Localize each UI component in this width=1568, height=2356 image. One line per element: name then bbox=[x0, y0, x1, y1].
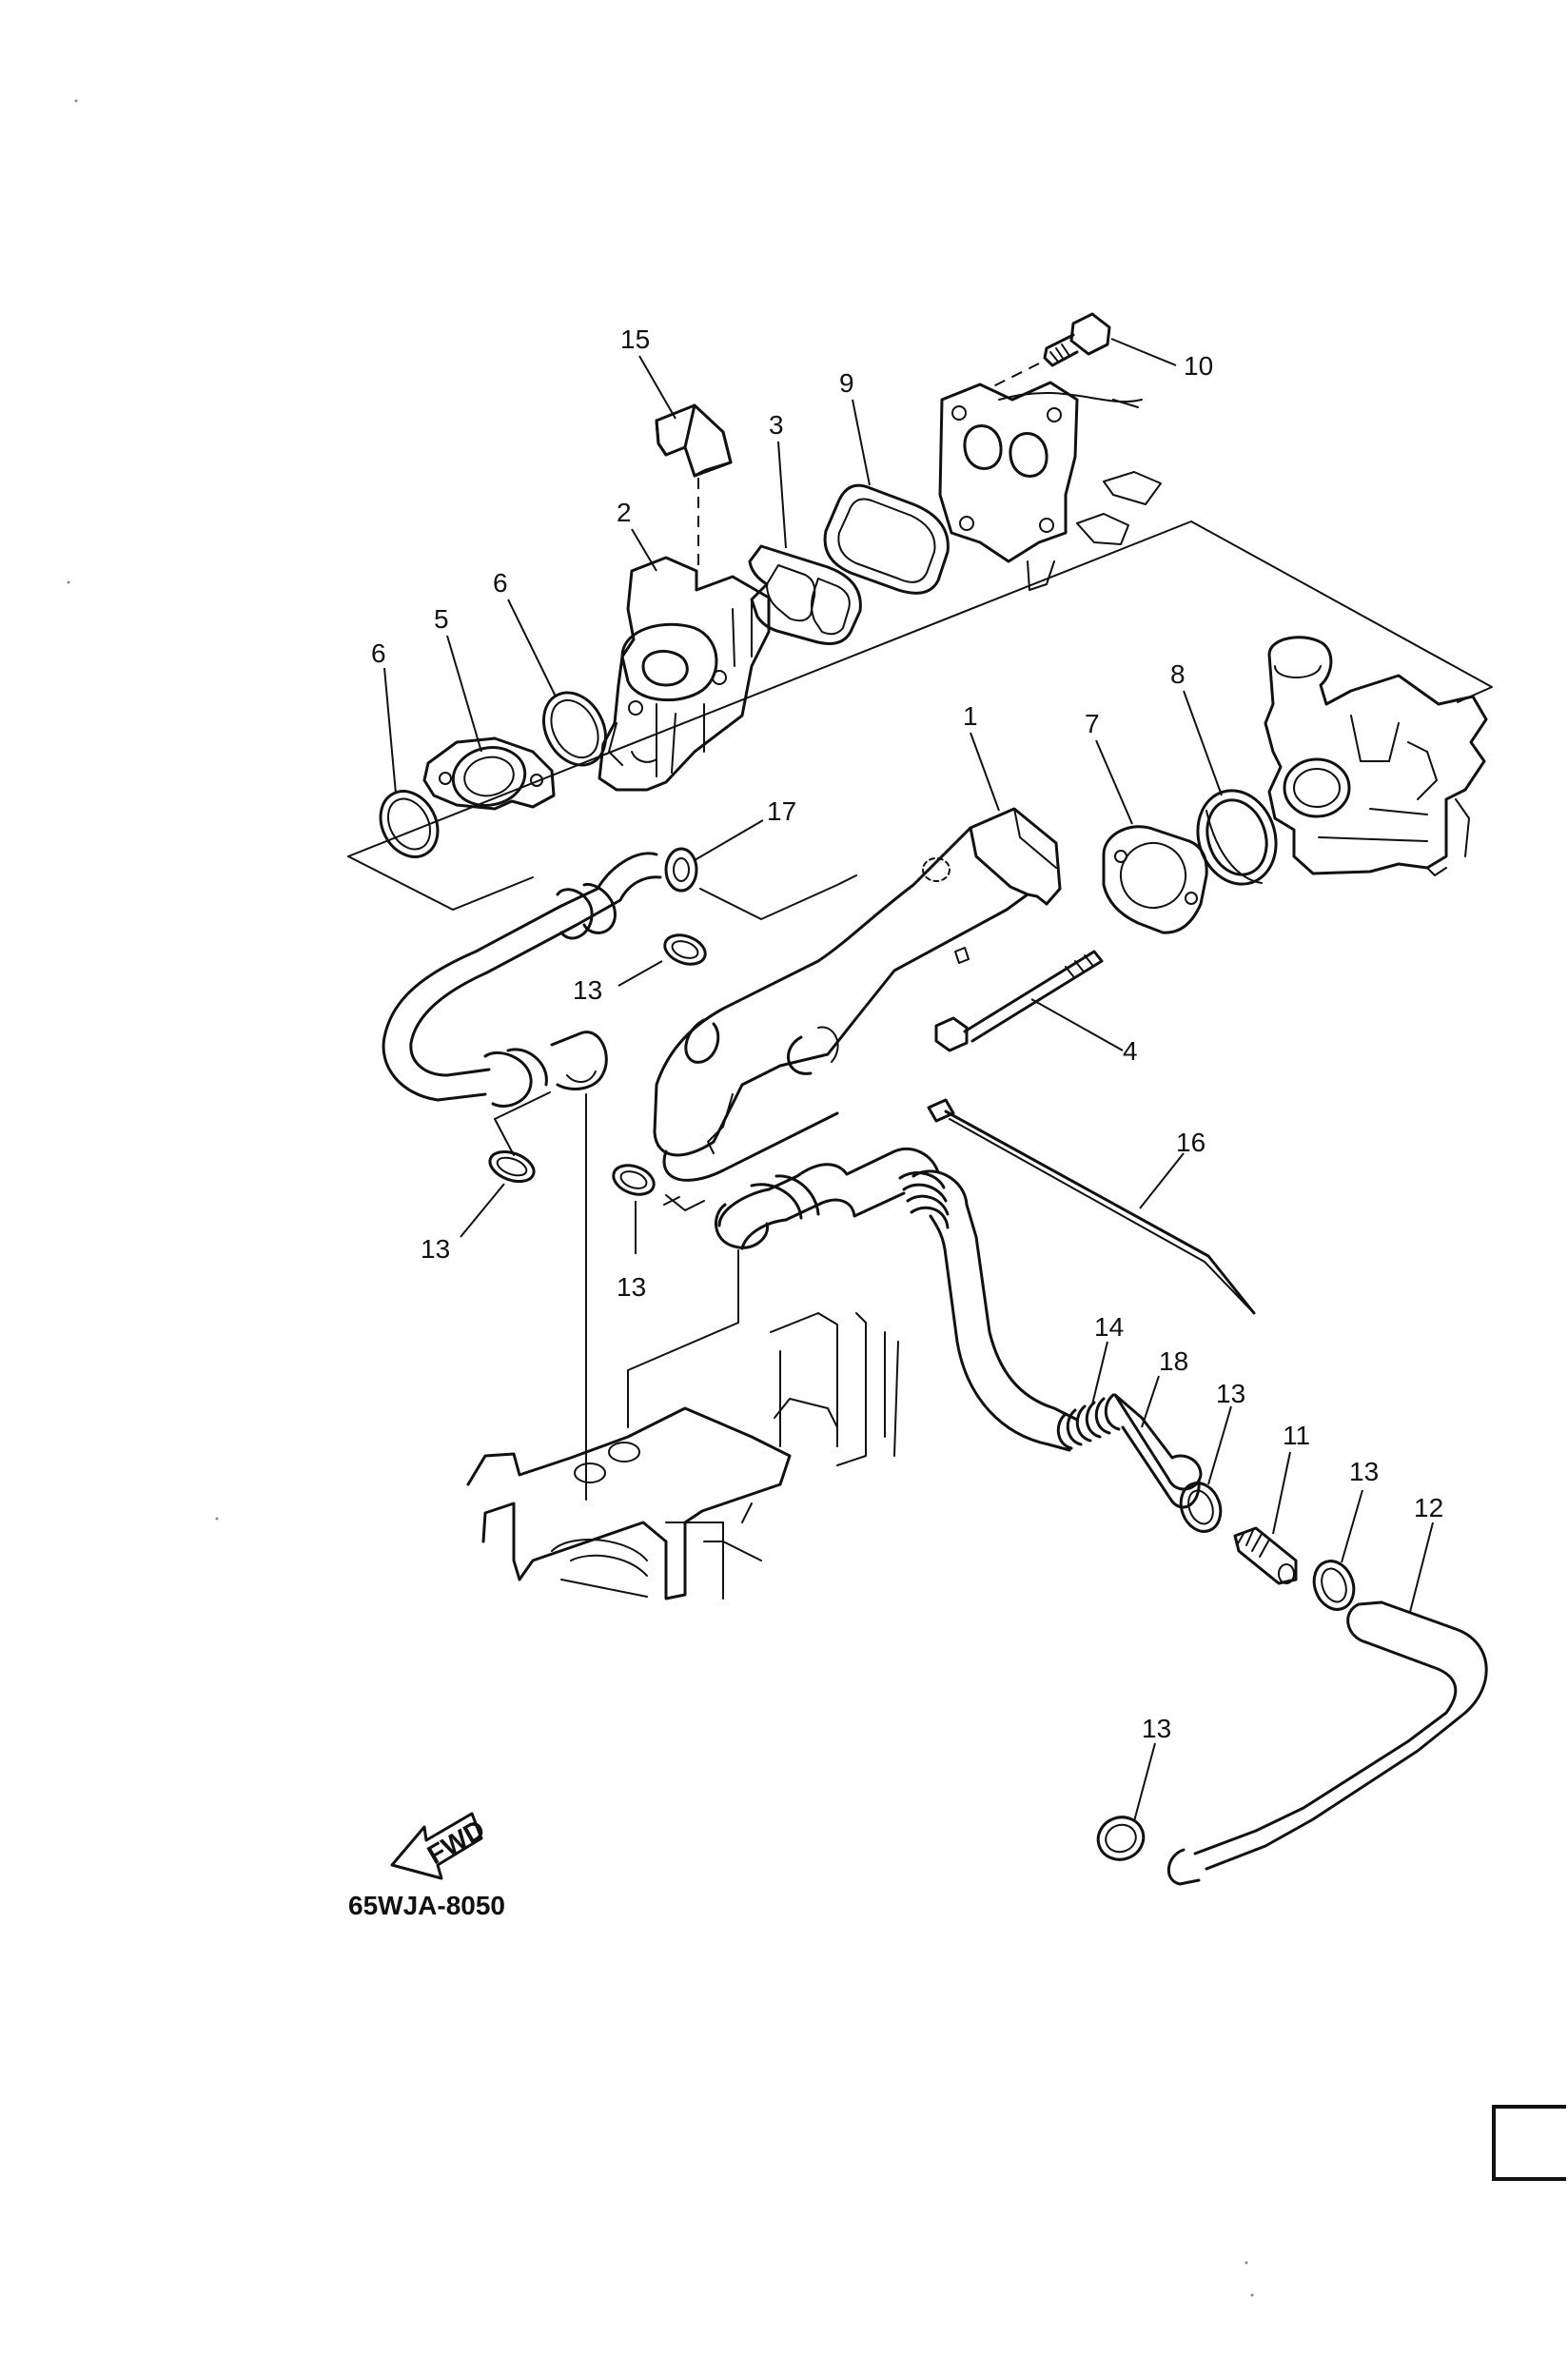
lower-block bbox=[466, 1312, 899, 1600]
part-number-5: 5 bbox=[434, 604, 449, 634]
carburetor bbox=[1264, 636, 1488, 876]
part-number-13-d: 13 bbox=[1216, 1379, 1245, 1408]
part-number-8: 8 bbox=[1170, 659, 1186, 689]
clamp-part-13-b bbox=[460, 1149, 536, 1238]
part-number-1: 1 bbox=[963, 701, 978, 731]
clamp-part-13-e bbox=[1312, 1489, 1363, 1611]
part-number-16: 16 bbox=[1176, 1128, 1205, 1157]
part-number-17: 17 bbox=[767, 796, 796, 826]
part-number-6-upper: 6 bbox=[493, 568, 508, 598]
part-number-4: 4 bbox=[1123, 1036, 1138, 1066]
part-number-9: 9 bbox=[839, 368, 854, 398]
assembly-boundary bbox=[347, 520, 1493, 911]
fwd-arrow-icon: FWD bbox=[390, 1812, 490, 1880]
clamp-part-13-d bbox=[1179, 1405, 1232, 1533]
intake-joint-part-2 bbox=[598, 556, 771, 792]
flange-gasket-part-7 bbox=[1102, 825, 1208, 934]
part-number-6-lower: 6 bbox=[371, 638, 386, 668]
bolt-part-10 bbox=[992, 312, 1111, 387]
o-ring-part-6-upper bbox=[542, 691, 607, 767]
spring-part-14 bbox=[1056, 1341, 1121, 1450]
clip-part-15 bbox=[655, 403, 733, 571]
drawing-code: 65WJA-8050 bbox=[348, 1891, 505, 1920]
clamp-part-13-f bbox=[1096, 1742, 1156, 1861]
part-number-15: 15 bbox=[620, 324, 650, 354]
part-number-13-c: 13 bbox=[617, 1272, 646, 1302]
hose-part-12 bbox=[1167, 1522, 1488, 1886]
drain-hose bbox=[898, 1169, 1079, 1452]
breather-hose-lower bbox=[627, 1148, 940, 1428]
scan-specks bbox=[67, 99, 1254, 2297]
long-bolt-part-4 bbox=[934, 950, 1124, 1052]
gasket-ring-part-8 bbox=[1196, 789, 1278, 886]
cylinder-head bbox=[938, 381, 1162, 591]
o-ring-part-6-lower bbox=[379, 790, 440, 858]
part-number-18: 18 bbox=[1159, 1346, 1188, 1376]
part-number-13-f: 13 bbox=[1142, 1714, 1171, 1743]
part-number-12: 12 bbox=[1414, 1493, 1443, 1522]
grommet-part-17 bbox=[664, 847, 857, 920]
page-corner-box bbox=[1492, 2105, 1566, 2181]
part-number-11: 11 bbox=[1283, 1421, 1310, 1450]
joint-part-11 bbox=[1233, 1451, 1298, 1585]
part-number-13-b: 13 bbox=[421, 1234, 450, 1264]
cable-tie-part-16 bbox=[927, 1098, 1256, 1315]
breather-hose-upper bbox=[382, 852, 662, 1501]
part-number-7: 7 bbox=[1085, 709, 1100, 738]
clamp-part-13-c bbox=[612, 1164, 656, 1254]
part-number-2: 2 bbox=[617, 498, 632, 527]
intake-silencer-part-1 bbox=[653, 807, 1062, 1182]
gasket-part-9 bbox=[823, 483, 950, 595]
clamp-part-13-a bbox=[617, 933, 707, 987]
part-number-3: 3 bbox=[769, 410, 784, 440]
part-number-13-a: 13 bbox=[573, 975, 602, 1005]
part-number-10: 10 bbox=[1184, 351, 1213, 381]
part-number-13-e: 13 bbox=[1349, 1457, 1379, 1486]
part-number-14: 14 bbox=[1094, 1312, 1124, 1342]
insulator-part-5 bbox=[422, 736, 556, 811]
